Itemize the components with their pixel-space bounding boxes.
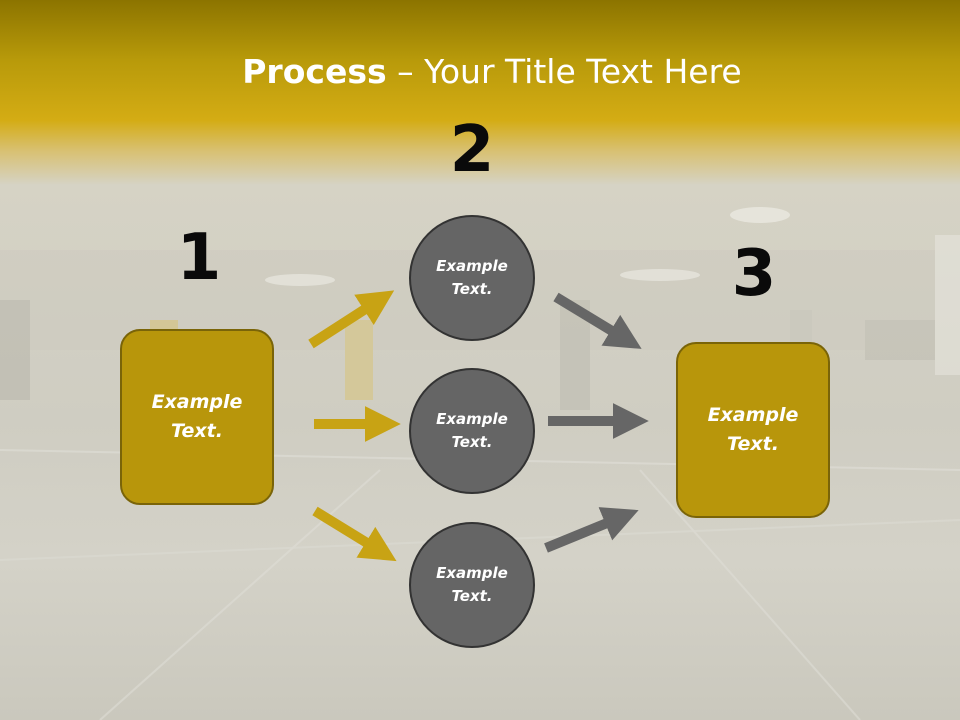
step-3-box: Example Text.	[676, 342, 830, 518]
circle-middle-line1: Example	[436, 410, 508, 428]
step-number-2: 2	[449, 113, 495, 187]
circle-top-line2: Text.	[451, 280, 493, 298]
circle-top: Example Text.	[409, 215, 535, 341]
step-1-text-line2: Text.	[171, 420, 223, 442]
circle-middle-line2: Text.	[451, 433, 493, 451]
arrow-1-to-top	[308, 290, 395, 349]
circle-top-line1: Example	[436, 257, 508, 275]
step-3-text-line2: Text.	[727, 433, 779, 455]
slide-title: Process – Your Title Text Here	[0, 52, 960, 91]
step-number-3: 3	[731, 237, 777, 311]
circle-bottom: Example Text.	[409, 522, 535, 648]
step-1-text: Example Text.	[152, 388, 243, 446]
step-1-text-line1: Example	[151, 391, 243, 413]
circle-bottom-line2: Text.	[451, 587, 493, 605]
step-number-1: 1	[176, 221, 222, 295]
arrow-top-to-3	[553, 292, 642, 349]
arrow-1-to-bottom	[312, 506, 397, 562]
step-3-text: Example Text.	[708, 401, 799, 459]
circle-middle: Example Text.	[409, 368, 535, 494]
step-1-box: Example Text.	[120, 329, 274, 505]
circle-bottom-line1: Example	[436, 564, 508, 582]
title-bold: Process	[242, 52, 387, 91]
title-rest: – Your Title Text Here	[386, 52, 742, 91]
step-3-text-line1: Example	[707, 404, 799, 426]
arrow-bottom-to-3	[544, 507, 639, 553]
